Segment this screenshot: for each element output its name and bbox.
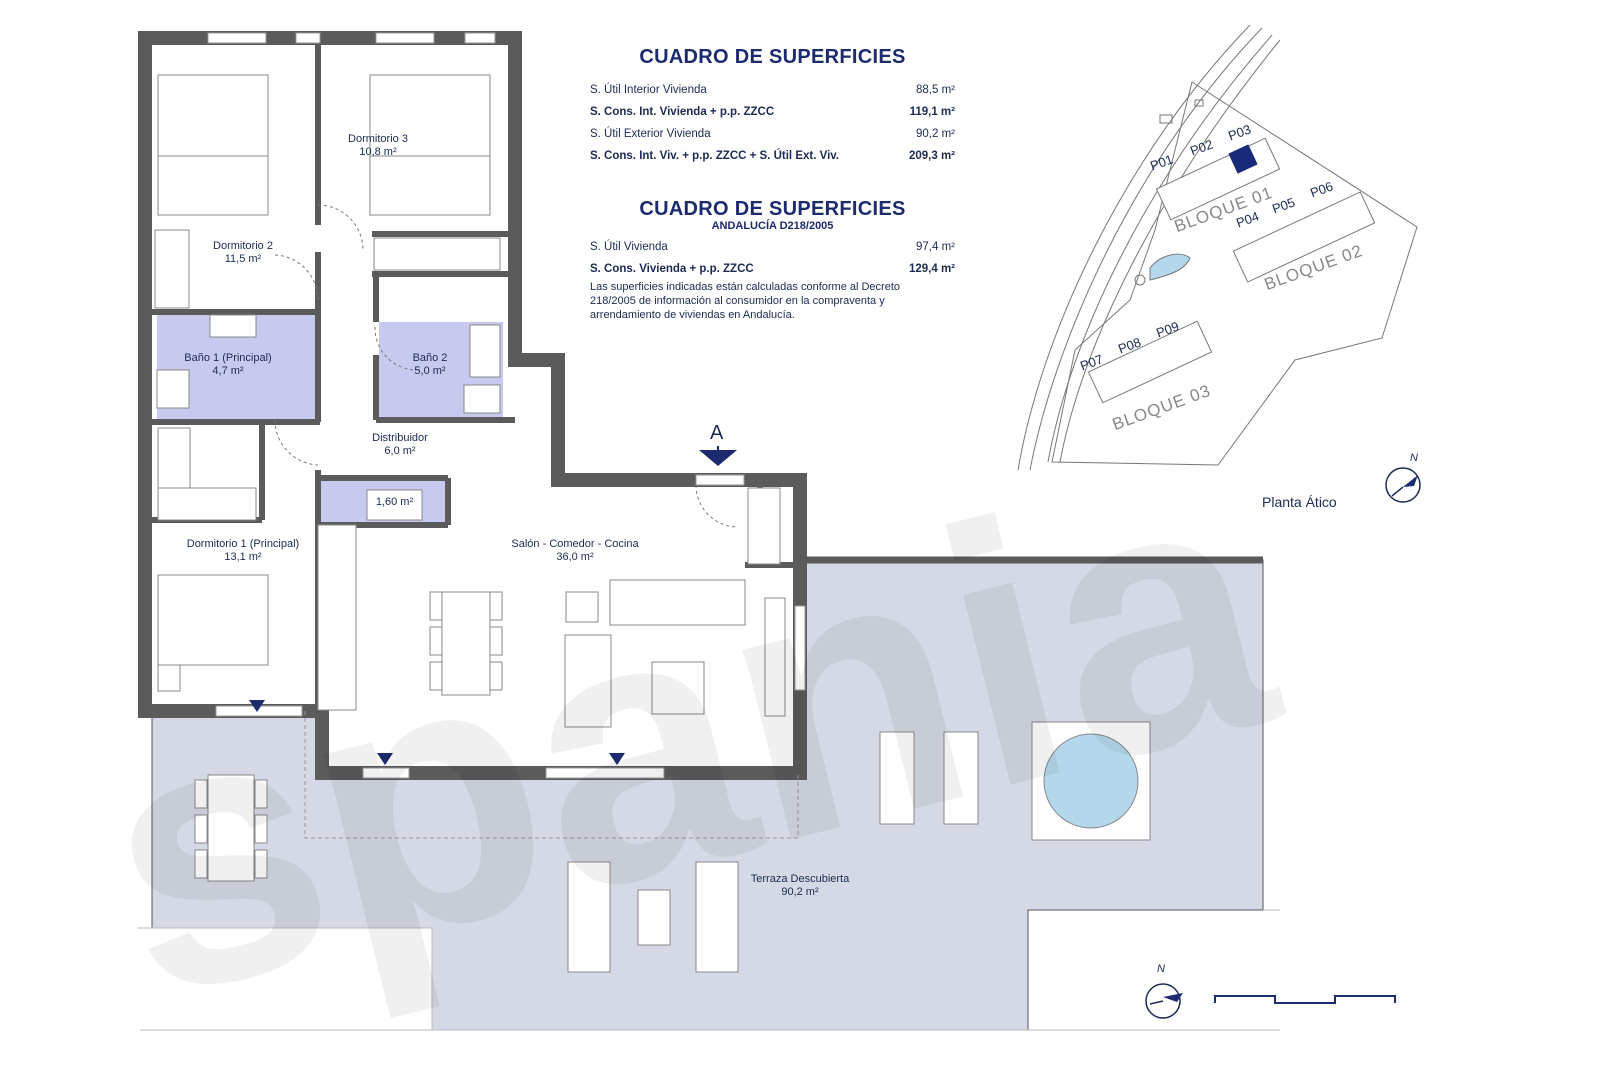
room-name: Terraza Descubierta — [750, 873, 850, 885]
surface-table-main: CUADRO DE SUPERFICIES S. Útil Interior V… — [590, 46, 955, 167]
row-value: 90,2 m² — [916, 128, 955, 140]
row-label: S. Cons. Int. Viv. + p.p. ZZCC + S. Útil… — [590, 150, 840, 162]
table-title: CUADRO DE SUPERFICIES — [639, 46, 906, 68]
table-row: S. Cons. Int. Viv. + p.p. ZZCC + S. Útil… — [590, 145, 955, 167]
label-salon: Salón - Comedor - Cocina 36,0 m² — [490, 538, 660, 564]
terrace-edge — [137, 909, 1280, 1031]
label-bano1: Baño 1 (Principal) 4,7 m² — [168, 352, 288, 378]
room-area: 10,8 m² — [359, 146, 397, 158]
label-bano2: Baño 2 5,0 m² — [400, 352, 460, 378]
room-name: Baño 2 — [412, 352, 448, 364]
label-dormitorio2: Dormitorio 2 11,5 m² — [198, 240, 288, 266]
room-area: 13,1 m² — [224, 551, 262, 563]
room-area: 36,0 m² — [556, 551, 594, 563]
surface-table-andalucia: CUADRO DE SUPERFICIES ANDALUCÍA D218/200… — [590, 198, 955, 322]
label-storage: 1,60 m² — [367, 496, 422, 509]
room-name: Dormitorio 3 — [348, 133, 408, 145]
decree-note: Las superficies indicadas están calculad… — [590, 281, 900, 321]
room-area: 5,0 m² — [414, 365, 446, 377]
room-area: 11,5 m² — [224, 253, 262, 265]
view-markers — [249, 700, 625, 765]
table-row: S. Cons. Vivienda + p.p. ZZCC 129,4 m² — [590, 258, 955, 280]
label-dormitorio1: Dormitorio 1 (Principal) 13,1 m² — [173, 538, 313, 564]
table-row: S. Útil Exterior Vivienda 90,2 m² — [590, 123, 955, 145]
row-label: S. Cons. Vivienda + p.p. ZZCC — [590, 263, 754, 275]
table-row: S. Útil Interior Vivienda 88,5 m² — [590, 79, 955, 101]
north-label: N — [1157, 963, 1165, 975]
table-row: S. Cons. Int. Vivienda + p.p. ZZCC 119,1… — [590, 101, 955, 123]
table-row: S. Útil Vivienda 97,4 m² — [590, 236, 955, 258]
row-value: 129,4 m² — [908, 263, 955, 275]
floor-label: Planta Ático — [1262, 494, 1337, 510]
row-label: S. Útil Vivienda — [590, 241, 668, 253]
table-title: CUADRO DE SUPERFICIES — [639, 198, 906, 220]
row-value: 88,5 m² — [916, 84, 955, 96]
room-name: Dormitorio 1 (Principal) — [186, 538, 300, 550]
door-swings — [274, 204, 739, 528]
row-label: S. Cons. Int. Vivienda + p.p. ZZCC — [590, 106, 775, 118]
site-plan — [1017, 24, 1418, 471]
row-value: 97,4 m² — [916, 241, 955, 253]
windows — [207, 32, 806, 779]
room-name: Dormitorio 2 — [213, 240, 273, 252]
selected-unit-p03 — [1228, 144, 1258, 174]
scale-bar — [1214, 995, 1396, 1004]
table-subtitle: ANDALUCÍA D218/2005 — [711, 220, 834, 232]
room-area: 4,7 m² — [212, 365, 244, 377]
room-area: 90,2 m² — [781, 886, 819, 898]
site-north-arrow — [1385, 467, 1421, 503]
label-dormitorio3: Dormitorio 3 10,8 m² — [333, 133, 423, 159]
site-north-label: N — [1410, 452, 1418, 464]
section-marker-label: A — [710, 422, 724, 444]
row-value: 119,1 m² — [909, 106, 955, 118]
room-name: Distribuidor — [372, 432, 428, 444]
label-distribuidor: Distribuidor 6,0 m² — [355, 432, 445, 458]
room-name: Salón - Comedor - Cocina — [511, 538, 639, 550]
row-value: 209,3 m² — [908, 150, 955, 162]
label-terraza: Terraza Descubierta 90,2 m² — [735, 873, 865, 899]
row-label: S. Útil Exterior Vivienda — [590, 128, 711, 140]
section-marker-arrow — [699, 450, 737, 466]
room-name: Baño 1 (Principal) — [184, 352, 272, 364]
row-label: S. Útil Interior Vivienda — [590, 84, 707, 96]
room-area: 6,0 m² — [384, 445, 416, 457]
jacuzzi — [1043, 733, 1139, 829]
room-area: 1,60 m² — [375, 496, 414, 508]
covered-terrace-outline — [304, 711, 799, 839]
